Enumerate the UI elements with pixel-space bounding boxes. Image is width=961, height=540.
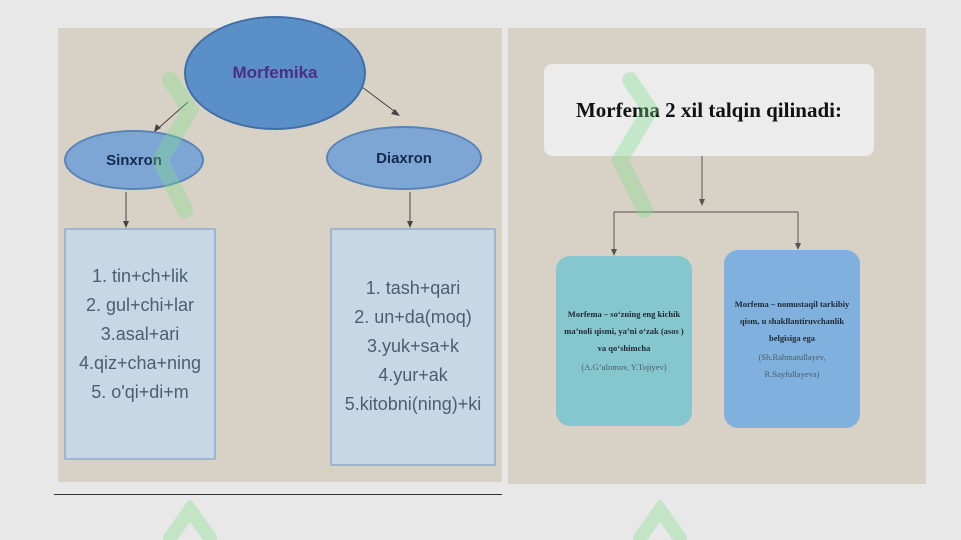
branch-label-sinxron: Sinxron xyxy=(106,151,162,169)
morfema-definitions-panel: Morfema 2 xil talqin qilinadi: Morfema –… xyxy=(508,28,926,484)
connector-lines xyxy=(611,156,801,256)
connector-lines xyxy=(123,83,413,228)
definitions-title-box: Morfema 2 xil talqin qilinadi: xyxy=(544,64,874,156)
definition-authors: (Sh.Rahmatullayev, R.Sayfullayeva) xyxy=(758,351,826,379)
list-item: 2. gul+chi+lar xyxy=(85,295,195,315)
list-item: 2. un+da(moq) xyxy=(354,307,472,327)
list-item: 4.qiz+cha+ning xyxy=(78,353,202,373)
diaxron-examples-box: 1. tash+qari 2. un+da(moq) 3.yuk+sa+k 4.… xyxy=(330,228,496,466)
watermark-logo-icon xyxy=(163,500,217,540)
definition-text: Morfema – nomustaqil tarkibiy qism, u sh… xyxy=(734,298,850,343)
list-item: 4.yur+ak xyxy=(378,365,448,385)
sinxron-examples-box: 1. tin+ch+lik 2. gul+chi+lar 3.asal+ari … xyxy=(64,228,216,460)
root-label: Morfemika xyxy=(232,63,318,82)
branch-node-diaxron: Diaxron xyxy=(326,126,482,190)
watermark-logo-icon xyxy=(633,500,687,540)
divider-line xyxy=(54,494,502,495)
list-item: 5.kitobni(ning)+ki xyxy=(344,394,482,414)
list-item: 1. tash+qari xyxy=(365,278,461,298)
definition-text: Morfema – so‘zning eng kichik ma’noli qi… xyxy=(564,309,684,353)
definitions-title: Morfema 2 xil talqin qilinadi: xyxy=(575,97,842,122)
branch-node-sinxron: Sinxron xyxy=(64,130,204,190)
branch-label-diaxron: Diaxron xyxy=(376,149,432,167)
list-item: 1. tin+ch+lik xyxy=(91,266,189,286)
root-node-morfemika: Morfemika xyxy=(184,16,366,130)
morfemika-diagram-panel: Morfemika Sinxron Diaxron 1. tin+ch+lik … xyxy=(58,16,502,482)
definition-box-1: Morfema – so‘zning eng kichik ma’noli qi… xyxy=(556,256,692,426)
list-item: 3.yuk+sa+k xyxy=(366,336,460,356)
definition-authors: (A.G’ulomov, Y.Tojiyev) xyxy=(581,362,667,372)
list-item: 3.asal+ari xyxy=(100,324,180,344)
definition-box-2: Morfema – nomustaqil tarkibiy qism, u sh… xyxy=(724,250,860,428)
list-item: 5. o'qi+di+m xyxy=(91,382,189,402)
